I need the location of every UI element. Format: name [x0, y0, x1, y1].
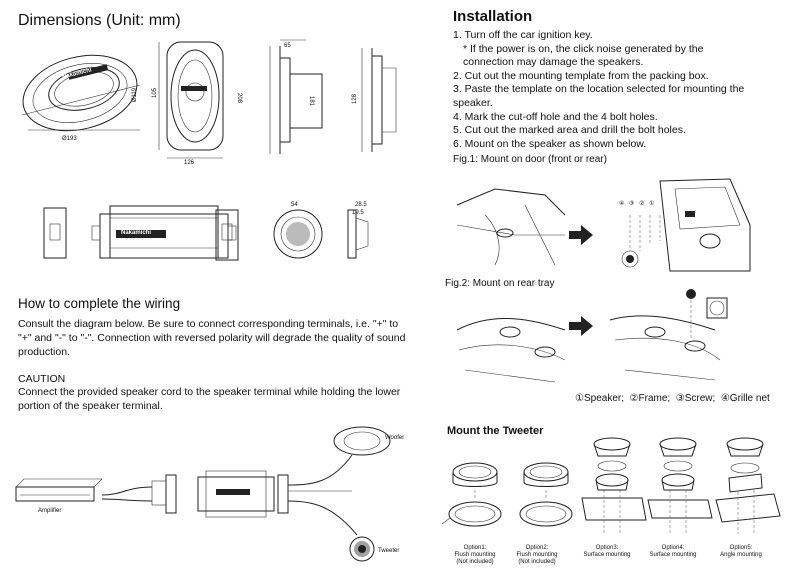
- option1-line1: Option1:: [463, 545, 487, 551]
- dim-28-5-label: 28.5: [355, 202, 367, 208]
- option1-line3: (Not included): [456, 559, 494, 565]
- speaker-front-view-drawing: [158, 41, 224, 159]
- woofer-label: Woofer: [385, 435, 405, 441]
- option2-line1: Option2:: [525, 545, 549, 551]
- step-4: 4. Mark the cut-off hole and the 4 bolt …: [453, 110, 658, 123]
- option2-caption: Option2: Flush mounting (Not included): [512, 545, 562, 566]
- dimensions-title: Dimensions (Unit: mm): [18, 12, 181, 29]
- option2-line3: (Not included): [518, 559, 556, 565]
- option5-caption: Option5: Angle mounting: [714, 545, 768, 559]
- dim-65-label: 65: [284, 43, 291, 49]
- dim-126-label: 126: [184, 160, 195, 166]
- rear-tray-mount-drawing: [456, 289, 728, 383]
- part-number-3: ③: [629, 201, 635, 207]
- caution-body: Connect the provided speaker cord to the…: [18, 386, 401, 412]
- step-3: 3. Paste the template on the location se…: [453, 83, 745, 109]
- option4-line1: Option4:: [661, 545, 685, 551]
- door-mount-drawing: [456, 178, 751, 272]
- tweeter-mount-options-drawing: [441, 437, 781, 534]
- dim-181-label: 181: [308, 95, 315, 107]
- option1-caption: Option1: Flush mounting (Not included): [450, 545, 500, 566]
- option4-caption: Option4: Surface mounting: [646, 545, 700, 559]
- tweeter-title: Mount the Tweeter: [447, 425, 544, 437]
- step-2: 2. Cut out the mounting template from th…: [453, 69, 709, 82]
- wiring-diagram: [15, 426, 391, 562]
- brand-label-crossover: Nakamichi: [121, 230, 152, 236]
- option1-line2: Flush mounting: [454, 552, 496, 558]
- crossover-drawings: [43, 205, 369, 261]
- option3-line2: Surface mounting: [583, 552, 631, 558]
- fig2-caption: Fig.2: Mount on rear tray: [445, 278, 555, 289]
- tweeter-label: Tweeter: [378, 548, 400, 554]
- step-6: 6. Mount on the speaker as shown below.: [453, 137, 647, 150]
- option3-caption: Option3: Surface mounting: [580, 545, 634, 559]
- option2-drawing: [519, 462, 573, 527]
- dim-208-label: 208: [236, 92, 243, 104]
- option5-drawing: [715, 437, 781, 534]
- installation-steps: 1. Turn off the car ignition key. * If t…: [453, 29, 753, 151]
- installation-title: Installation: [453, 8, 533, 25]
- option1-drawing: [441, 462, 502, 527]
- part-number-2: ②: [639, 201, 645, 207]
- option4-line2: Surface mounting: [649, 552, 697, 558]
- option2-line2: Flush mounting: [516, 552, 558, 558]
- parts-legend: ①Speaker; ②Frame; ③Screw; ④Grille net: [575, 393, 770, 404]
- fig1-caption: Fig.1: Mount on door (front or rear): [453, 154, 607, 165]
- step-1-note: * If the power is on, the click noise ge…: [463, 42, 704, 69]
- step-5: 5. Cut out the marked area and drill the…: [453, 124, 686, 137]
- amplifier-label: Amplifier: [38, 508, 62, 514]
- speaker-oval-perspective-drawing: [21, 54, 141, 132]
- dim-54-label: 54: [291, 202, 298, 208]
- part-number-4: ④: [619, 201, 625, 207]
- dim-119-label: Ø119: [132, 87, 139, 103]
- option5-line2: Angle mounting: [720, 552, 762, 558]
- option4-drawing: [647, 437, 713, 534]
- step-1: 1. Turn off the car ignition key.: [453, 29, 593, 41]
- dim-105-label: 105: [152, 87, 159, 99]
- dim-193-label: Ø193: [62, 136, 77, 142]
- wiring-instructions: Consult the diagram below. Be sure to co…: [18, 318, 406, 358]
- speaker-side-view-drawing: [269, 39, 397, 154]
- option3-drawing: [581, 437, 647, 534]
- dim-19-5-label: 19.5: [352, 210, 364, 216]
- caution-title: CAUTION: [18, 373, 66, 385]
- option5-line1: Option5:: [729, 545, 753, 551]
- wiring-title: How to complete the wiring: [18, 296, 181, 311]
- dim-128-label: 128: [352, 93, 359, 105]
- option3-line1: Option3:: [595, 545, 619, 551]
- part-number-1: ①: [649, 201, 655, 207]
